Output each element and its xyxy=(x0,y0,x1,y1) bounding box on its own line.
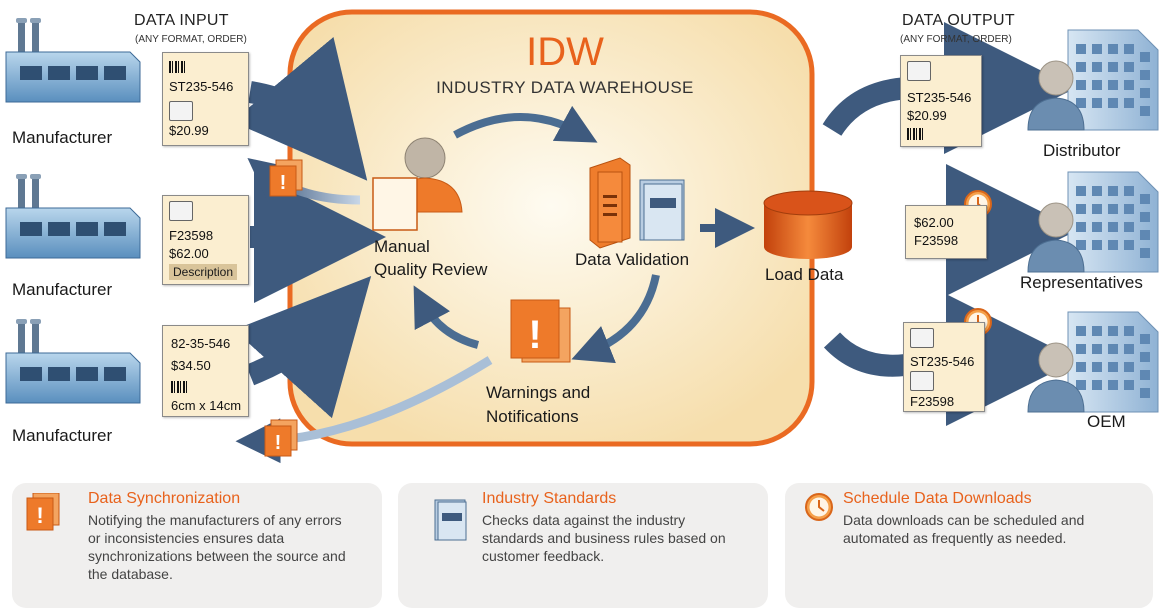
factory-icon-2 xyxy=(5,173,141,259)
card-price: $20.99 xyxy=(907,108,947,123)
manufacturer-label-1: Manufacturer xyxy=(12,128,113,147)
barcode-icon xyxy=(169,61,187,73)
data-input-title: DATA INPUT xyxy=(134,12,229,29)
card-code: ST235-546 xyxy=(910,354,975,369)
manufacturer-label-2: Manufacturer xyxy=(12,280,113,299)
server-icon xyxy=(589,157,631,249)
card-price: $62.00 xyxy=(914,215,954,230)
output-arrow-3 xyxy=(823,332,907,377)
flow-arrow-validation-warnings xyxy=(571,274,660,364)
manual-review-label-2: Quality Review xyxy=(374,260,488,279)
panel-industry-standards: Industry Standards Checks data against t… xyxy=(398,483,768,608)
manufacturer-label-3: Manufacturer xyxy=(12,426,113,445)
wrench-icon xyxy=(169,201,193,221)
input-arrow-1 xyxy=(232,37,368,181)
book-icon xyxy=(434,499,467,541)
factory-icon-1 xyxy=(5,17,141,103)
representatives-label: Representatives xyxy=(1020,273,1143,292)
barcode-icon xyxy=(907,128,925,140)
person-icon xyxy=(372,137,463,231)
oem-label: OEM xyxy=(1087,412,1126,431)
flow-arrow-warnings-review xyxy=(413,285,480,349)
input-card-2: F23598 $62.00 Description xyxy=(162,195,249,285)
output-card-3: ST235-546 F23598 xyxy=(903,322,985,412)
card-price: $34.50 xyxy=(171,358,211,373)
card-code: F23598 xyxy=(169,228,214,243)
panel-title: Data Synchronization xyxy=(88,490,241,507)
warning-icon: ! xyxy=(510,299,571,363)
panel-data-sync: ! Data Synchronization Notifying the man… xyxy=(12,483,382,608)
panel-title: Industry Standards xyxy=(482,490,617,507)
panel-body: Data downloads can be scheduled and auto… xyxy=(843,512,1085,546)
card-price: $20.99 xyxy=(169,123,209,138)
input-card-3: 82-35-546 $34.50 6cm x 14cm xyxy=(162,325,249,417)
warnings-label-1: Warnings and xyxy=(486,383,591,402)
panel-schedule-downloads: Schedule Data Downloads Data downloads c… xyxy=(785,483,1153,608)
tag-icon xyxy=(910,328,934,348)
flow-arrow-review-validation xyxy=(453,105,598,143)
data-output-title: DATA OUTPUT xyxy=(902,12,1015,29)
card-code: 82-35-546 xyxy=(171,336,231,351)
svg-text:!: ! xyxy=(528,313,541,357)
validation-label: Data Validation xyxy=(575,250,690,269)
input-card-1: ST235-546 $20.99 xyxy=(162,52,249,146)
book-icon xyxy=(639,179,685,241)
data-output-subtitle: (ANY FORMAT, ORDER) xyxy=(900,34,1012,45)
tag-icon xyxy=(907,61,931,81)
wrench-icon xyxy=(910,371,934,391)
card-code: ST235-546 xyxy=(907,90,972,105)
clock-icon xyxy=(805,493,833,521)
card-size: 6cm x 14cm xyxy=(171,398,242,413)
barcode-icon xyxy=(171,381,189,393)
card-code-2: F23598 xyxy=(910,394,955,409)
output-card-1: ST235-546 $20.99 xyxy=(900,55,982,147)
card-description: Description xyxy=(169,264,238,280)
warning-icon: ! xyxy=(26,493,60,531)
warehouse-title: IDW xyxy=(526,30,604,74)
warnings-label-2: Notifications xyxy=(486,407,579,426)
card-price: $62.00 xyxy=(169,246,209,261)
data-input-subtitle: (ANY FORMAT, ORDER) xyxy=(135,34,247,45)
warehouse-subtitle: INDUSTRY DATA WAREHOUSE xyxy=(436,78,694,97)
panel-title: Schedule Data Downloads xyxy=(843,490,1032,507)
tag-icon xyxy=(169,101,193,121)
building-icon-1 xyxy=(1027,29,1159,131)
load-data-label: Load Data xyxy=(765,265,844,284)
building-icon-2 xyxy=(1027,171,1159,273)
panel-body: Notifying the manufacturers of any error… xyxy=(88,512,346,582)
database-icon xyxy=(763,190,853,259)
manual-review-label-1: Manual xyxy=(374,237,430,256)
svg-text:!: ! xyxy=(36,503,43,528)
output-card-2: $62.00 F23598 xyxy=(905,205,987,259)
feedback-warning-icon-2 xyxy=(264,419,298,457)
card-code: F23598 xyxy=(914,233,959,248)
card-code: ST235-546 xyxy=(169,79,234,94)
input-arrow-3 xyxy=(233,275,372,419)
panel-body: Checks data against the industry standar… xyxy=(482,512,726,564)
factory-icon-3 xyxy=(5,318,141,404)
building-icon-3 xyxy=(1027,311,1159,413)
distributor-label: Distributor xyxy=(1043,141,1121,160)
